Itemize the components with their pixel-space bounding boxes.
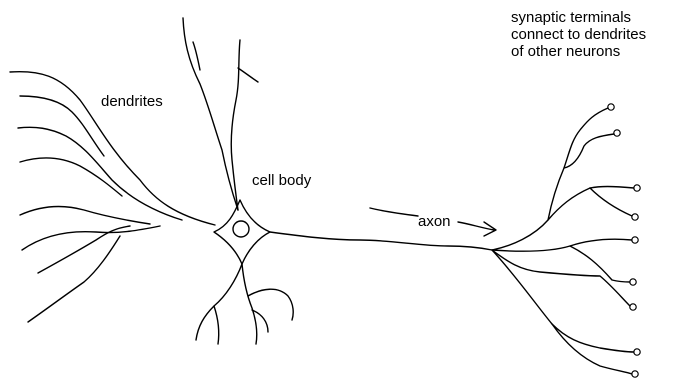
synaptic-label-line1: synaptic terminals (511, 9, 646, 26)
dendrites-bottom (196, 264, 293, 344)
synaptic-label-line2: connect to dendrites (511, 26, 646, 43)
axon-terminals (492, 108, 634, 374)
synaptic-terminals-label: synaptic terminals connect to dendrites … (511, 9, 646, 60)
axon-label: axon (418, 213, 451, 230)
cell-body-label: cell body (252, 172, 311, 189)
synaptic-knobs (608, 104, 640, 377)
axon-line (270, 232, 492, 250)
synaptic-label-line3: of other neurons (511, 43, 646, 60)
cell-body (214, 200, 270, 264)
dendrites-top (183, 18, 258, 210)
dendrites-label: dendrites (101, 93, 163, 110)
